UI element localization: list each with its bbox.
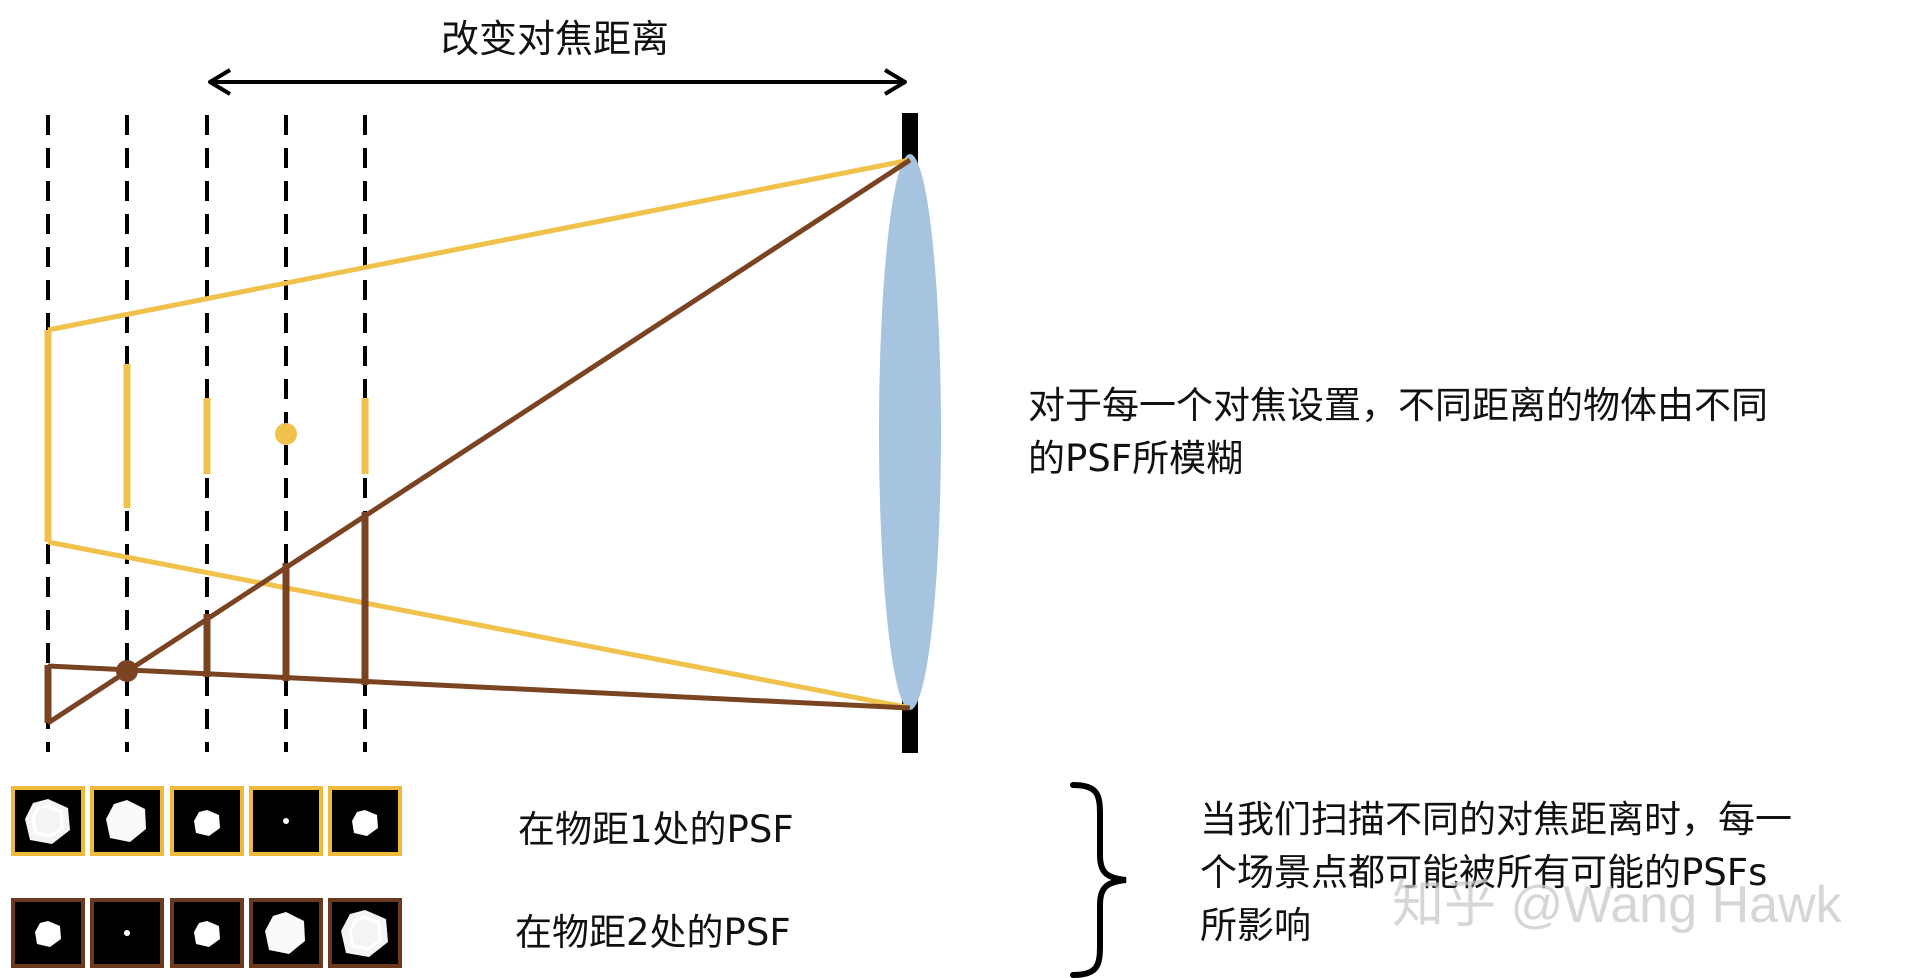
psf-thumb xyxy=(170,898,244,968)
psf-thumb xyxy=(328,786,402,856)
object1-ray-cone xyxy=(47,157,911,711)
psf-thumb xyxy=(11,898,85,968)
diagram-title: 改变对焦距离 xyxy=(441,17,669,61)
psf-thumb xyxy=(249,786,323,856)
scan-annotation-line-3: 所影响 xyxy=(1200,904,1311,947)
psf-row-1 xyxy=(11,786,402,856)
scan-annotation-line-2: 个场景点都可能被所有可能的PSFs xyxy=(1200,851,1767,894)
psf-row-2-label: 在物距2处的PSF xyxy=(515,911,791,954)
object2-blur-segments xyxy=(44,512,369,723)
object2-ray-cone xyxy=(46,157,912,726)
object1-blur-segments xyxy=(44,330,369,542)
psf-row-2 xyxy=(11,898,402,968)
watermark: 知乎 @Wang Hawk xyxy=(1392,876,1843,934)
focus-range-double-arrow xyxy=(208,68,907,96)
object1-focus-point xyxy=(275,423,297,445)
annotation-line-2: 的PSF所模糊 xyxy=(1028,437,1243,480)
psf-row-1-label: 在物距1处的PSF xyxy=(518,808,794,851)
lens-icon xyxy=(879,154,941,710)
annotation-line-1: 对于每一个对焦设置，不同距离的物体由不同 xyxy=(1028,384,1768,427)
curly-brace xyxy=(1070,782,1127,978)
psf-thumb xyxy=(90,898,164,968)
scan-annotation-line-1: 当我们扫描不同的对焦距离时，每一 xyxy=(1200,798,1792,841)
psf-thumb xyxy=(249,898,323,968)
psf-thumb xyxy=(11,786,85,856)
psf-thumb xyxy=(328,898,402,968)
psf-thumb xyxy=(90,786,164,856)
psf-thumb xyxy=(170,786,244,856)
object2-focus-point xyxy=(116,660,138,682)
